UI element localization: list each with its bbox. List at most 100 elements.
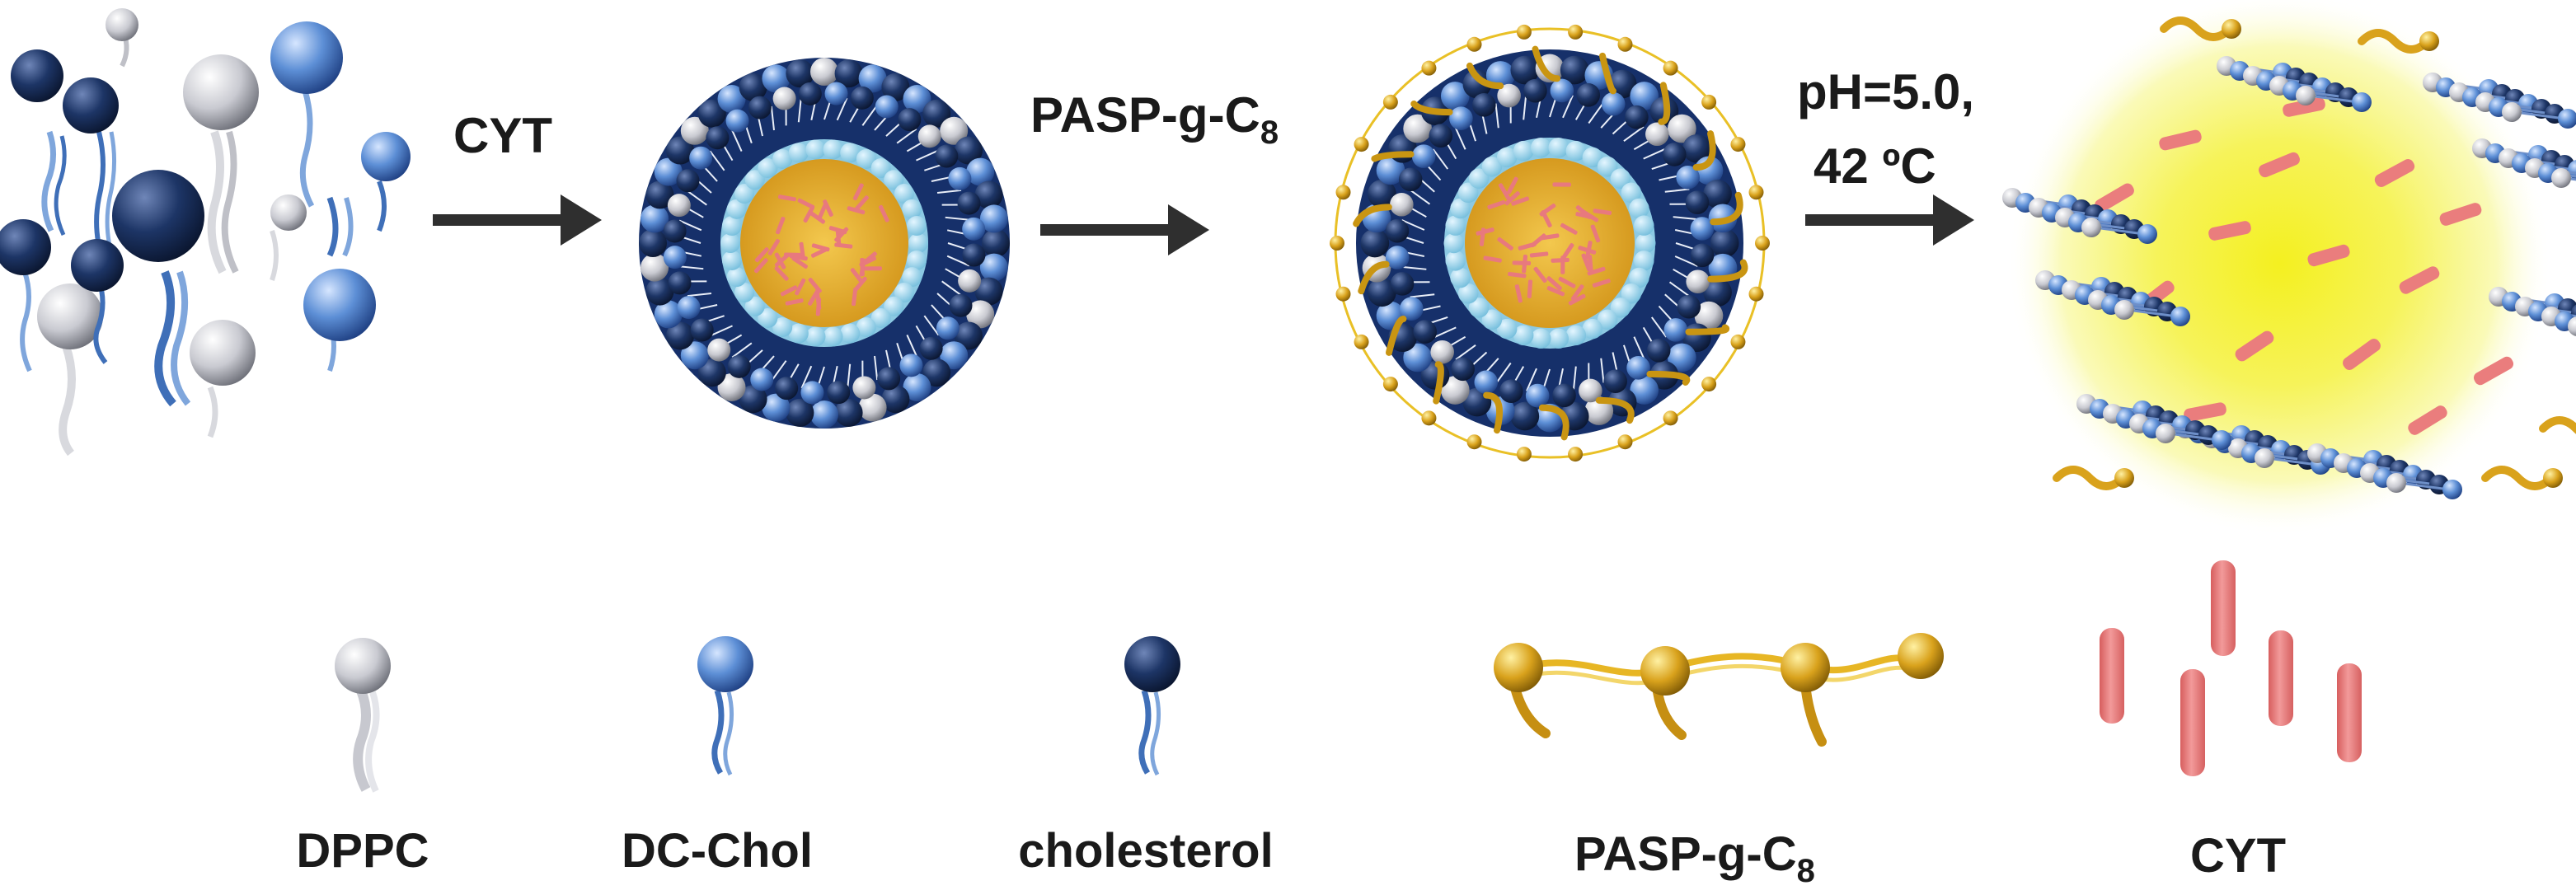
- aqueous-core: [1465, 158, 1635, 328]
- lipid-head: [1667, 343, 1696, 372]
- cyt-rod: [1487, 199, 1506, 209]
- lipid-head: [689, 146, 713, 170]
- pasp-bead: [1421, 60, 1437, 76]
- pasp-chain: [1371, 151, 1415, 162]
- legend-label-dc-chol: DC-Chol: [622, 824, 813, 878]
- lipid-tail: [1526, 368, 1537, 391]
- inner-lipid-head: [894, 183, 914, 204]
- lipid-head: [1390, 192, 1414, 217]
- bilayer-fragment-tail: [2514, 110, 2565, 120]
- arrow-1: [433, 194, 602, 246]
- cyt-rod: [1593, 208, 1612, 215]
- lipid-tail: [1495, 362, 1512, 384]
- lipid-head: [1560, 55, 1589, 85]
- inner-lipid-head: [870, 307, 891, 328]
- released-cyt-rod: [2408, 405, 2447, 435]
- lipid-head: [786, 59, 814, 88]
- arrow-2: [1040, 204, 1209, 255]
- lipid-head: [1710, 228, 1739, 258]
- step-label-cyt: CYT: [453, 108, 552, 163]
- lipid-head: [775, 377, 799, 400]
- lipid-head: [762, 64, 791, 93]
- inner-lipid-head: [744, 170, 765, 190]
- lipid-head: [1685, 190, 1710, 214]
- inner-lipid-head: [720, 233, 740, 253]
- lipid-head: [827, 381, 851, 405]
- inner-lipid-head: [907, 250, 927, 270]
- inner-lipid-head: [758, 158, 778, 179]
- lipid-tail: [797, 98, 802, 123]
- lipid-head: [1360, 228, 1390, 258]
- legend-label-cyt: CYT: [2190, 829, 2286, 883]
- inner-lipid-head: [1597, 309, 1618, 330]
- inner-lipid-head: [1468, 297, 1490, 318]
- lipid-head: [663, 219, 687, 243]
- lipid-head: [949, 293, 973, 317]
- pasp-bead: [1466, 434, 1482, 450]
- lipid-head: [1663, 318, 1688, 342]
- lipid-head: [966, 300, 995, 329]
- lipid-head: [1626, 356, 1650, 380]
- lipid-head: [645, 277, 674, 306]
- cyt-rod: [767, 238, 780, 255]
- inner-lipid-head: [856, 148, 876, 169]
- released-cyt-rod: [2259, 152, 2300, 178]
- lipid-head: [1398, 167, 1423, 192]
- inner-lipid-head: [1445, 251, 1466, 271]
- lipid-head: [645, 180, 674, 209]
- lipid-head: [786, 398, 814, 427]
- cyt-rod: [811, 243, 830, 252]
- cyt-rod: [1529, 251, 1549, 258]
- inner-lipid-head: [1531, 328, 1551, 349]
- lipid-head: [772, 87, 796, 110]
- lipid-head: [1630, 376, 1659, 405]
- inner-lipid-head: [1548, 328, 1569, 349]
- legend-icon-dc-chol: [697, 636, 753, 776]
- released-pasp-bead: [2222, 19, 2241, 39]
- pasp-chain: [1353, 204, 1392, 227]
- lipid-head: [850, 86, 874, 110]
- legend-icon-pasp-g-c8: [1494, 633, 1944, 747]
- inner-lipid-head: [1468, 168, 1490, 189]
- lipid-head: [1413, 320, 1437, 344]
- lipid-head: [663, 246, 687, 269]
- bilayer-fragment-tail: [2267, 457, 2318, 466]
- cyt-rod: [859, 256, 877, 267]
- lipid-head: [1677, 294, 1701, 319]
- lipid-head: [1686, 269, 1710, 294]
- lipid-head: [1579, 378, 1602, 403]
- cyt-rod: [754, 247, 769, 263]
- pasp-chain: [1692, 130, 1716, 171]
- lipid-tail: [847, 363, 852, 388]
- lipid-head: [1429, 124, 1453, 148]
- lipid-head: [717, 85, 746, 114]
- pasp-bead: [1516, 24, 1532, 40]
- pasp-bead: [1382, 377, 1398, 392]
- pasp-bead: [1330, 236, 1344, 251]
- inner-lipid-head: [1445, 215, 1466, 236]
- lipid-head: [875, 95, 899, 119]
- cyt-rod: [1541, 209, 1552, 227]
- bilayer-fragment-head: [2156, 424, 2175, 443]
- inner-lipid-head: [907, 216, 927, 237]
- lipid-head: [958, 269, 982, 293]
- bilayer-fragment-head: [2502, 102, 2522, 122]
- inner-lipid-head: [1621, 283, 1642, 304]
- released-pasp-chain: [2160, 16, 2234, 41]
- inner-lipid-head: [902, 199, 922, 219]
- pasp-bead: [1663, 410, 1678, 426]
- inner-lipid-head: [1457, 283, 1479, 304]
- inner-lipid-head: [1513, 140, 1534, 162]
- cyt-rod: [855, 195, 869, 211]
- inner-lipid-head: [884, 170, 904, 190]
- lipid-head: [810, 58, 838, 86]
- lipid-head: [697, 99, 726, 128]
- cyt-rod: [1504, 191, 1520, 206]
- pasp-chain: [1358, 260, 1390, 295]
- released-cyt-rod: [2159, 129, 2202, 151]
- cyt-rod: [823, 199, 833, 217]
- lipid-head: [1552, 383, 1576, 408]
- inner-lipid-head: [1496, 318, 1518, 340]
- lipid-head: [1400, 297, 1424, 321]
